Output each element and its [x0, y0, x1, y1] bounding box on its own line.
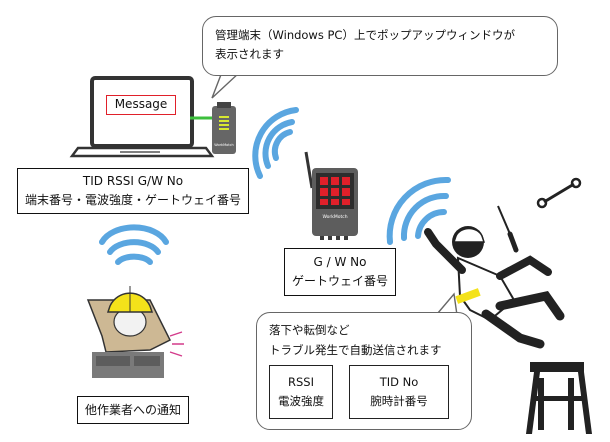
- laptop-message-label: Message: [106, 95, 176, 115]
- rssi-line2: 電波強度: [278, 394, 324, 408]
- fall-bubble-line2: トラブル発生で自動送信されます: [269, 343, 442, 357]
- wrench-icon: [536, 177, 582, 209]
- tid-line2: 腕時計番号: [370, 394, 428, 408]
- rssi-box: RSSI 電波強度: [269, 365, 333, 419]
- tid-line1: TID No: [379, 375, 419, 389]
- gateway-info-line2: 端末番号・電波強度・ゲートウェイ番号: [24, 193, 241, 207]
- wifi-waves-falling: [386, 176, 451, 245]
- falling-worker-icon: [424, 226, 565, 349]
- svg-text:WorkMotch: WorkMotch: [322, 214, 347, 220]
- stepladder-icon: [526, 362, 592, 434]
- popup-bubble: 管理端末（Windows PC）上でポップアップウィンドウが 表示されます: [202, 16, 558, 76]
- gw-number-box: G / W No ゲートウェイ番号: [284, 248, 396, 296]
- usb-gateway-icon: WorkMotch: [212, 102, 236, 154]
- wifi-waves-worker: [99, 224, 169, 265]
- gateway-info-box: TID RSSI G/W No 端末番号・電波強度・ゲートウェイ番号: [17, 168, 249, 214]
- tid-box: TID No 腕時計番号: [349, 365, 449, 419]
- notify-other-workers-box: 他作業者への通知: [77, 396, 189, 424]
- gw-number-line1: G / W No: [313, 255, 367, 269]
- gateway-info-line1: TID RSSI G/W No: [82, 174, 184, 188]
- worker-crouching-icon: [86, 286, 184, 378]
- wall-gateway-icon: WorkMotch: [304, 151, 358, 240]
- screwdriver-icon: [497, 205, 519, 253]
- svg-text:WorkMotch: WorkMotch: [214, 143, 234, 147]
- wifi-waves-gateway: [252, 107, 299, 179]
- popup-bubble-line2: 表示されます: [215, 47, 284, 61]
- notify-label: 他作業者への通知: [84, 402, 181, 417]
- rssi-line1: RSSI: [288, 375, 314, 389]
- fall-alert-bubble: 落下や転倒など トラブル発生で自動送信されます RSSI 電波強度 TID No…: [256, 312, 472, 430]
- gw-number-line2: ゲートウェイ番号: [291, 274, 388, 288]
- fall-bubble-line1: 落下や転倒など: [269, 323, 350, 337]
- popup-bubble-line1: 管理端末（Windows PC）上でポップアップウィンドウが: [215, 28, 515, 42]
